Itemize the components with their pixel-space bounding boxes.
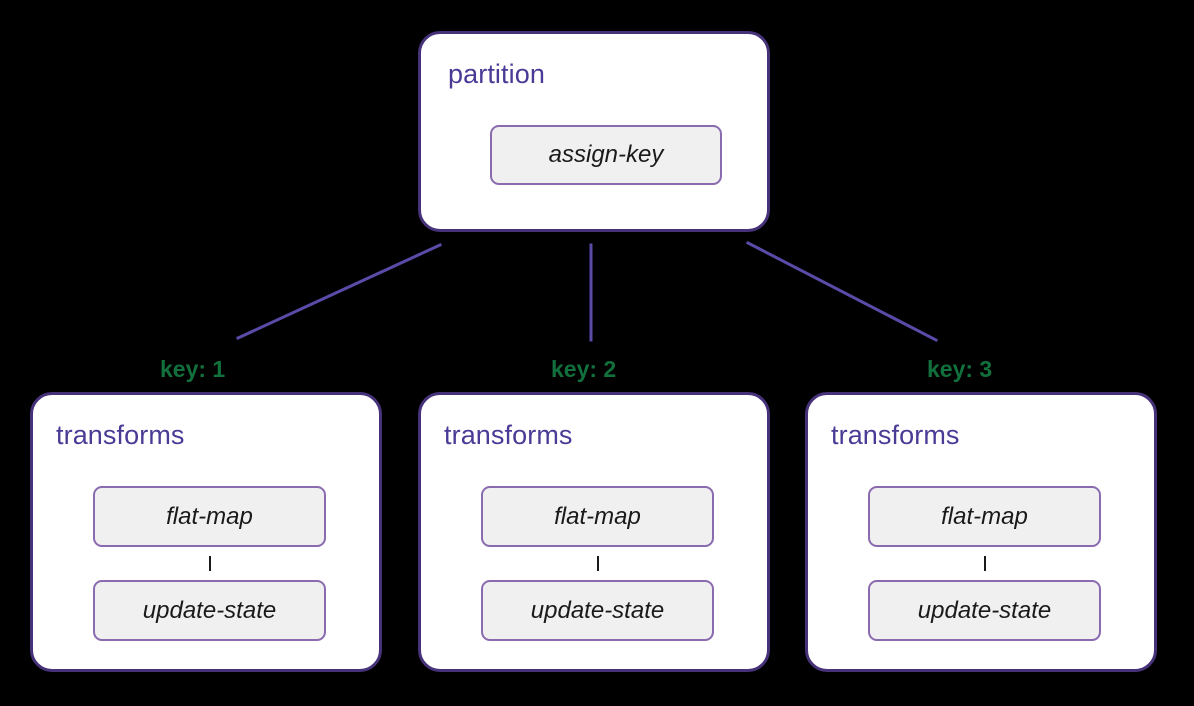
operator-connector-line xyxy=(209,556,211,571)
operator-update-state[interactable]: update-state xyxy=(868,580,1101,641)
operator-flat-map-label: flat-map xyxy=(554,502,641,530)
operator-connector-line xyxy=(984,556,986,571)
operator-update-state[interactable]: update-state xyxy=(93,580,326,641)
operator-assign-key[interactable]: assign-key xyxy=(490,125,722,185)
operator-connector-line xyxy=(597,556,599,571)
operator-flat-map[interactable]: flat-map xyxy=(93,486,326,547)
transforms-node-3-title: transforms xyxy=(831,420,960,450)
operator-flat-map-label: flat-map xyxy=(941,502,1028,530)
operator-update-state-label: update-state xyxy=(142,596,277,624)
operator-update-state[interactable]: update-state xyxy=(481,580,714,641)
partition-node[interactable]: partition assign-key xyxy=(418,31,770,232)
edge-label-key-3: key: 3 xyxy=(927,356,993,382)
edge-label-key-2: key: 2 xyxy=(551,356,617,382)
edge-line-key-3 xyxy=(745,240,939,343)
operator-flat-map[interactable]: flat-map xyxy=(481,486,714,547)
edge-label-key-1: key: 1 xyxy=(160,356,226,382)
transforms-node-1[interactable]: transforms flat-map update-state xyxy=(30,392,382,672)
operator-flat-map[interactable]: flat-map xyxy=(868,486,1101,547)
transforms-node-1-title: transforms xyxy=(56,420,185,450)
partition-node-title: partition xyxy=(448,59,545,89)
operator-assign-key-label: assign-key xyxy=(548,141,664,168)
transforms-node-2[interactable]: transforms flat-map update-state xyxy=(418,392,770,672)
operator-update-state-label: update-state xyxy=(530,596,665,624)
edge-line-key-1 xyxy=(236,243,442,340)
transforms-node-2-title: transforms xyxy=(444,420,573,450)
operator-update-state-label: update-state xyxy=(917,596,1052,624)
operator-flat-map-label: flat-map xyxy=(166,502,253,530)
transforms-node-3[interactable]: transforms flat-map update-state xyxy=(805,392,1157,672)
